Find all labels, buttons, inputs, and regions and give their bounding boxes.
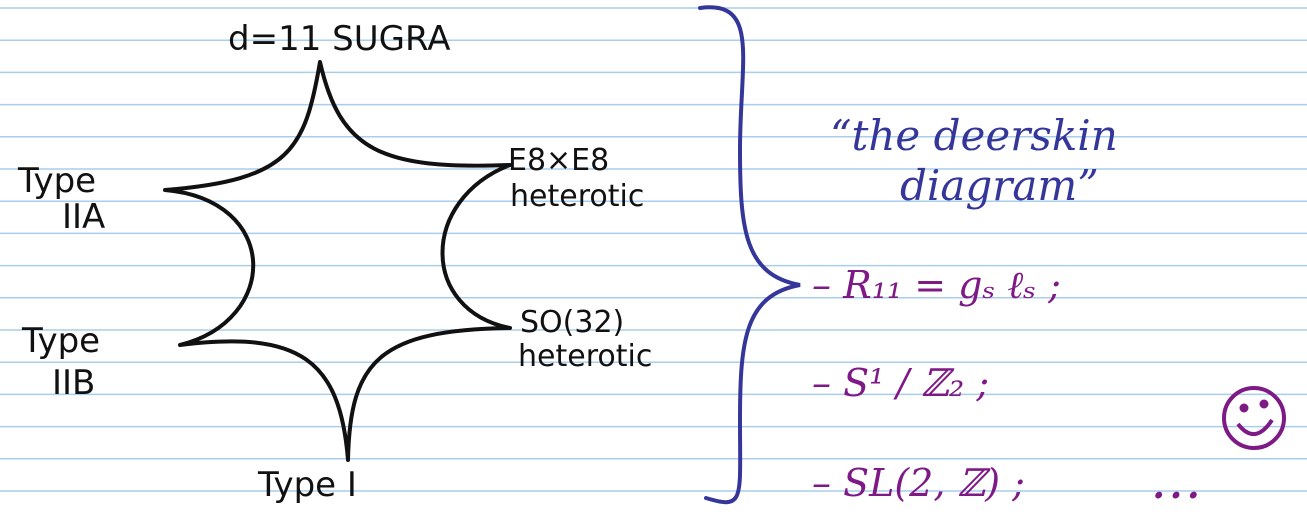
node-top-label: d=11 SUGRA	[228, 19, 450, 59]
ruled-lines	[0, 7, 1307, 492]
ellipsis: …	[1150, 451, 1202, 511]
node-upper-left-label-2: IIA	[62, 197, 105, 237]
node-upper-right-label-1: E8×E8	[508, 143, 609, 178]
caption-line-1: “the deerskin	[830, 111, 1118, 160]
node-lower-right-label-2: heterotic	[518, 339, 652, 374]
node-upper-right-label-2: heterotic	[510, 179, 644, 214]
moduli-star-curve	[163, 60, 512, 462]
node-upper-left-label-1: Type	[17, 161, 96, 201]
right-curly-brace-icon	[698, 5, 801, 505]
node-lower-left-label-2: IIB	[52, 363, 95, 403]
caption-line-2: diagram”	[900, 161, 1099, 210]
note-sl2z: – SL(2, ℤ) ;	[812, 461, 1025, 505]
node-lower-right-label-1: SO(32)	[520, 305, 624, 340]
note-r11: – R₁₁ = gₛ ℓₛ ;	[812, 263, 1061, 307]
note-orbifold: – S¹ / ℤ₂ ;	[812, 361, 989, 405]
node-lower-left-label-1: Type	[21, 321, 100, 361]
node-bottom-label: Type I	[257, 465, 357, 505]
smiley-face-icon	[1222, 386, 1286, 450]
